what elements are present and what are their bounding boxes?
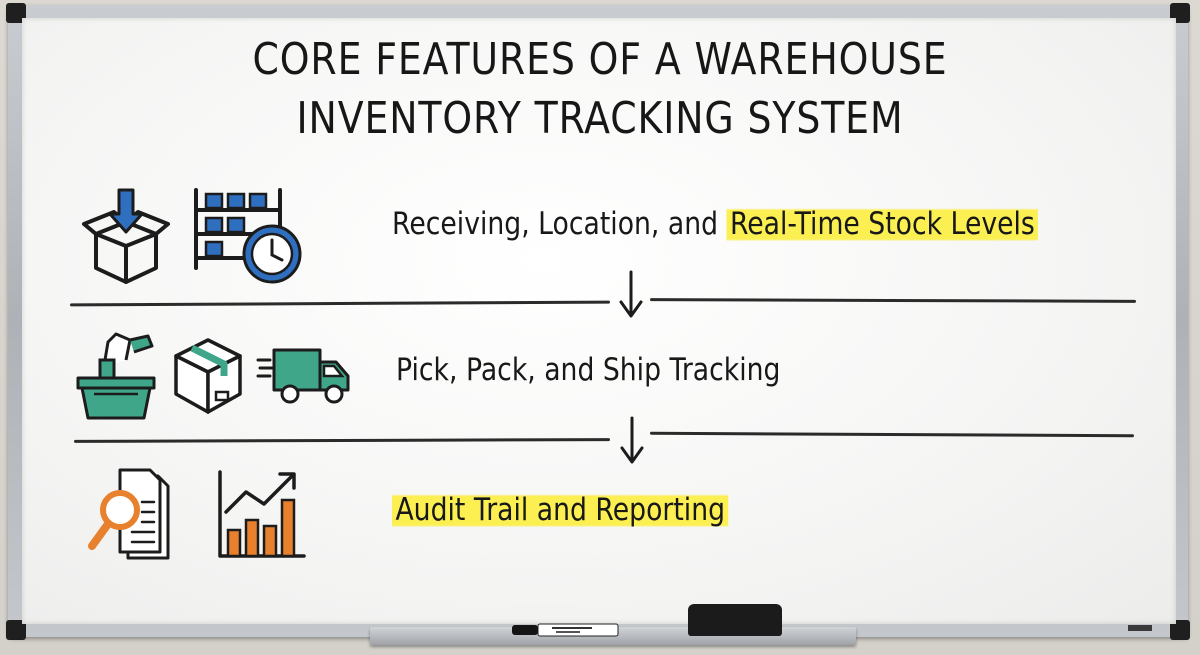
bar-chart-trend-icon [218, 470, 306, 558]
feature-step-1-text: Receiving, Location, and [392, 206, 727, 242]
title-line-2: INVENTORY TRACKING SYSTEM [296, 93, 904, 144]
title-line-1: CORE FEATURES OF A WAREHOUSE [252, 34, 948, 85]
feature-step-2: Pick, Pack, and Ship Tracking [396, 352, 780, 388]
feature-step-2-text: Pick, Pack, and Ship Tracking [396, 352, 781, 388]
feature-step-3: Audit Trail and Reporting [392, 492, 729, 528]
picking-basket-icon [76, 332, 156, 420]
clock-icon [242, 224, 302, 284]
frame-corner-top-left [6, 3, 26, 23]
feature-step-3-highlight: Audit Trail and Reporting [392, 492, 729, 528]
frame-corner-bottom-right [1170, 620, 1190, 640]
magnifier-document-icon [88, 468, 170, 560]
down-arrow-icon [620, 416, 644, 464]
inbound-box-icon [82, 188, 170, 284]
frame-brand-badge [1128, 625, 1152, 631]
package-box-icon [174, 338, 242, 414]
frame-corner-bottom-left [6, 620, 26, 640]
feature-step-1-highlight: Real-Time Stock Levels [726, 206, 1039, 242]
down-arrow-icon [619, 270, 643, 318]
feature-step-1: Receiving, Location, and Real-Time Stock… [392, 206, 1039, 242]
whiteboard-eraser[interactable] [688, 604, 782, 636]
delivery-truck-icon [256, 348, 350, 404]
dry-erase-marker-icon[interactable] [512, 622, 620, 638]
